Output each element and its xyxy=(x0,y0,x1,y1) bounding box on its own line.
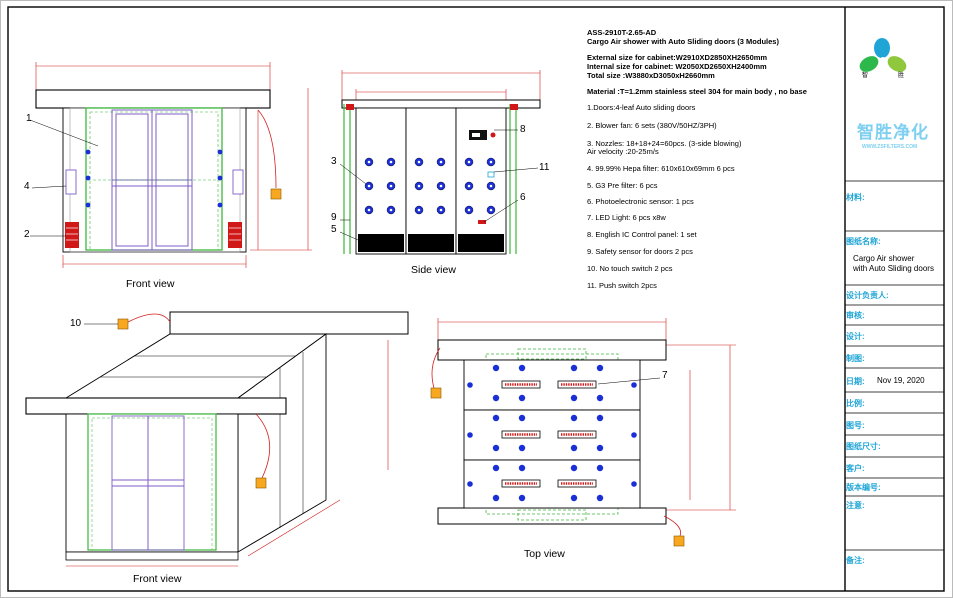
tb-scale-label: 比例: xyxy=(846,399,865,408)
callout-10: 10 xyxy=(70,318,82,329)
material-line: Material :T=1.2mm stainless steel 304 fo… xyxy=(587,87,807,96)
logo-char-1: 智 xyxy=(862,73,869,79)
callout-11: 11 xyxy=(539,162,550,173)
size-line-3: Total size :W3880xD3050xH2660mm xyxy=(587,71,715,80)
callout-9: 9 xyxy=(331,212,337,223)
tb-drawing-name-1: Cargo Air shower xyxy=(853,254,915,263)
isometric-view-drawing xyxy=(25,311,409,567)
component-7: 7. LED Light: 6 pcs x8w xyxy=(587,213,666,222)
component-11: 11. Push switch 2pcs xyxy=(587,281,657,290)
tb-size-label: 图纸尺寸: xyxy=(846,442,881,451)
component-9: 9. Safety sensor for doors 2 pcs xyxy=(587,247,693,256)
tb-designer-label: 设计负责人: xyxy=(846,291,889,300)
component-4: 4. 99.99% Hepa filter: 610x610x69mm 6 pc… xyxy=(587,164,735,173)
component-10: 10. No touch switch 2 pcs xyxy=(587,264,673,273)
component-1: 1.Doors:4-leaf Auto sliding doors xyxy=(587,103,696,112)
callout-1: 1 xyxy=(26,113,32,124)
tb-date-value: Nov 19, 2020 xyxy=(877,376,925,385)
callout-8: 8 xyxy=(520,124,526,135)
tb-customer-label: 客户: xyxy=(846,464,865,473)
component-8: 8. English IC Control panel: 1 set xyxy=(587,230,697,239)
tb-notes-label: 注意: xyxy=(846,501,865,510)
tb-material-label: 材料: xyxy=(846,193,865,202)
top-view-drawing xyxy=(430,318,736,547)
company-logo-icon xyxy=(859,38,907,72)
callout-7: 7 xyxy=(662,370,668,381)
tb-date-label: 日期: xyxy=(846,377,865,386)
logo-char-2: 胜 xyxy=(898,73,905,79)
callout-6: 6 xyxy=(520,192,526,203)
tb-number-label: 图号: xyxy=(846,421,865,430)
tb-review-label: 审核: xyxy=(846,311,865,320)
component-2: 2. Blower fan: 6 sets (380V/50HZ/3PH) xyxy=(587,121,717,130)
front-view-drawing xyxy=(29,62,312,268)
component-6: 6. Photoelectronic sensor: 1 pcs xyxy=(587,197,694,206)
caption-side-view: Side view xyxy=(411,264,456,276)
callout-5: 5 xyxy=(331,224,337,235)
component-5: 5. G3 Pre filter: 6 pcs xyxy=(587,181,658,190)
component-3: 3. Nozzles: 18+18+24=60pcs. (3-side blow… xyxy=(587,139,742,148)
product-line: Cargo Air shower with Auto Sliding doors… xyxy=(587,37,779,46)
tb-version-label: 版本编号: xyxy=(846,483,881,492)
caption-top-view: Top view xyxy=(524,548,565,560)
company-name: 智胜净化 xyxy=(857,123,929,142)
tb-drawing-name-label: 图纸名称: xyxy=(846,237,881,246)
size-line-1: External size for cabinet:W2910XD2850XH2… xyxy=(587,53,768,62)
model-number: ASS-2910T-2.65-AD xyxy=(587,28,657,37)
tb-draft-label: 制图: xyxy=(846,354,865,363)
component-3b: Air velocity :20-25m/s xyxy=(587,147,659,156)
callout-3: 3 xyxy=(331,156,337,167)
tb-remarks-label: 备注: xyxy=(846,556,865,565)
tb-design-label: 设计: xyxy=(846,332,865,341)
company-url: WWW.ZSFILTERS.COM xyxy=(862,144,918,150)
caption-front-view: Front view xyxy=(126,278,175,290)
callout-2: 2 xyxy=(24,229,30,240)
caption-iso-front-view: Front view xyxy=(133,573,182,585)
tb-drawing-name-2: with Auto Sliding doors xyxy=(853,264,934,273)
side-view-drawing xyxy=(339,70,541,255)
callout-4: 4 xyxy=(24,181,30,192)
size-line-2: Internal size for cabinet: W2050XD2650XH… xyxy=(587,62,767,71)
